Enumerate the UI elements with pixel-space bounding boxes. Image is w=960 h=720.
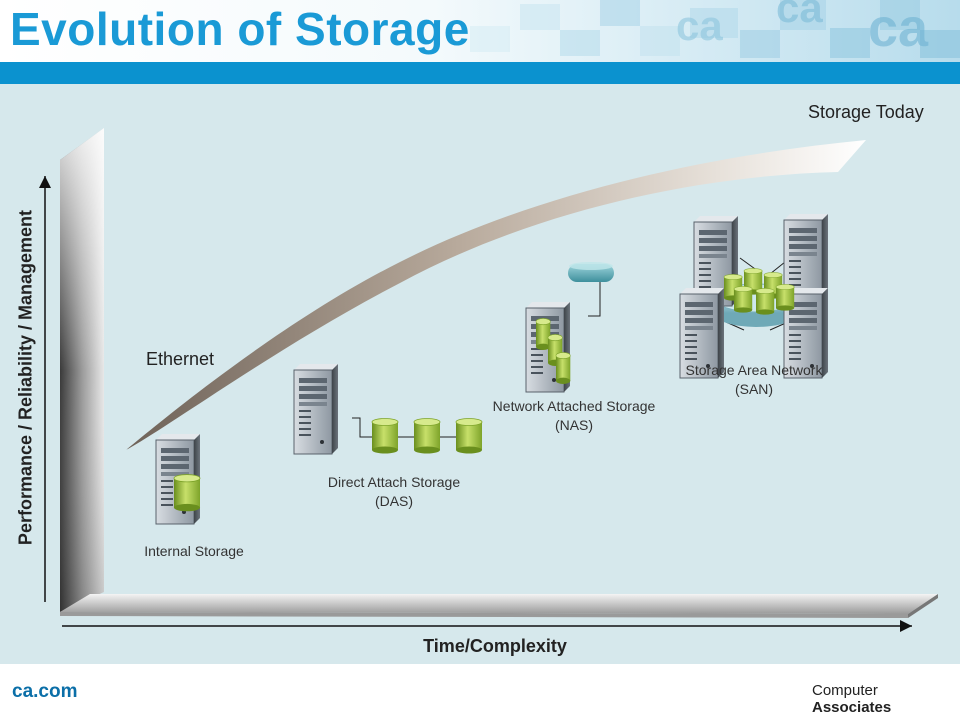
ethernet-label: Ethernet (146, 349, 215, 369)
san-group (679, 213, 829, 379)
stage-label-san: Storage Area Network (SAN) (664, 361, 844, 399)
svg-text:ca: ca (868, 0, 929, 58)
stage-label-line: Network Attached Storage (492, 398, 656, 414)
x-axis-bar (60, 594, 938, 618)
disk-icon (555, 352, 571, 385)
disk-icon (173, 474, 201, 512)
stage-label-line: Storage Area Network (685, 362, 823, 378)
stage-label-line: (DAS) (374, 493, 414, 509)
stage-label-line: (NAS) (554, 417, 594, 433)
network-hub-icon (568, 262, 614, 282)
brand-wordmark: Computer Associates (812, 682, 960, 716)
stage-label-line: Internal Storage (144, 543, 244, 559)
das-group (293, 363, 483, 455)
brand-prefix: Computer (812, 682, 878, 699)
svg-text:ca: ca (776, 0, 823, 31)
y-axis-bar (60, 128, 104, 612)
header-band (0, 62, 960, 84)
internal-storage-server (155, 433, 201, 525)
growth-curve (126, 140, 866, 450)
stage-label-das: Direct Attach Storage (DAS) (304, 473, 484, 511)
brand-bold: Associates (812, 699, 892, 716)
nas-group (525, 262, 614, 393)
svg-text:ca: ca (676, 2, 723, 49)
disk-icon (413, 418, 441, 454)
footer-site-link[interactable]: ca.com (12, 681, 78, 702)
page-title: Evolution of Storage (10, 3, 470, 55)
storage-today-label: Storage Today (808, 102, 924, 122)
stage-label-nas: Network Attached Storage (NAS) (470, 397, 678, 435)
stage-label-internal: Internal Storage (116, 542, 272, 561)
disk-icon (371, 418, 399, 454)
footer (0, 664, 960, 720)
header-mosaic: ca ca ca (0, 0, 960, 62)
stage-label-line: (SAN) (734, 381, 774, 397)
x-axis-label: Time/Complexity (423, 636, 567, 656)
header-banner: ca ca ca Evolution of Storage (0, 0, 960, 62)
server-icon (293, 363, 339, 455)
y-axis-label: Performance / Reliability / Management (15, 209, 36, 546)
stage-label-line: Direct Attach Storage (327, 474, 461, 490)
